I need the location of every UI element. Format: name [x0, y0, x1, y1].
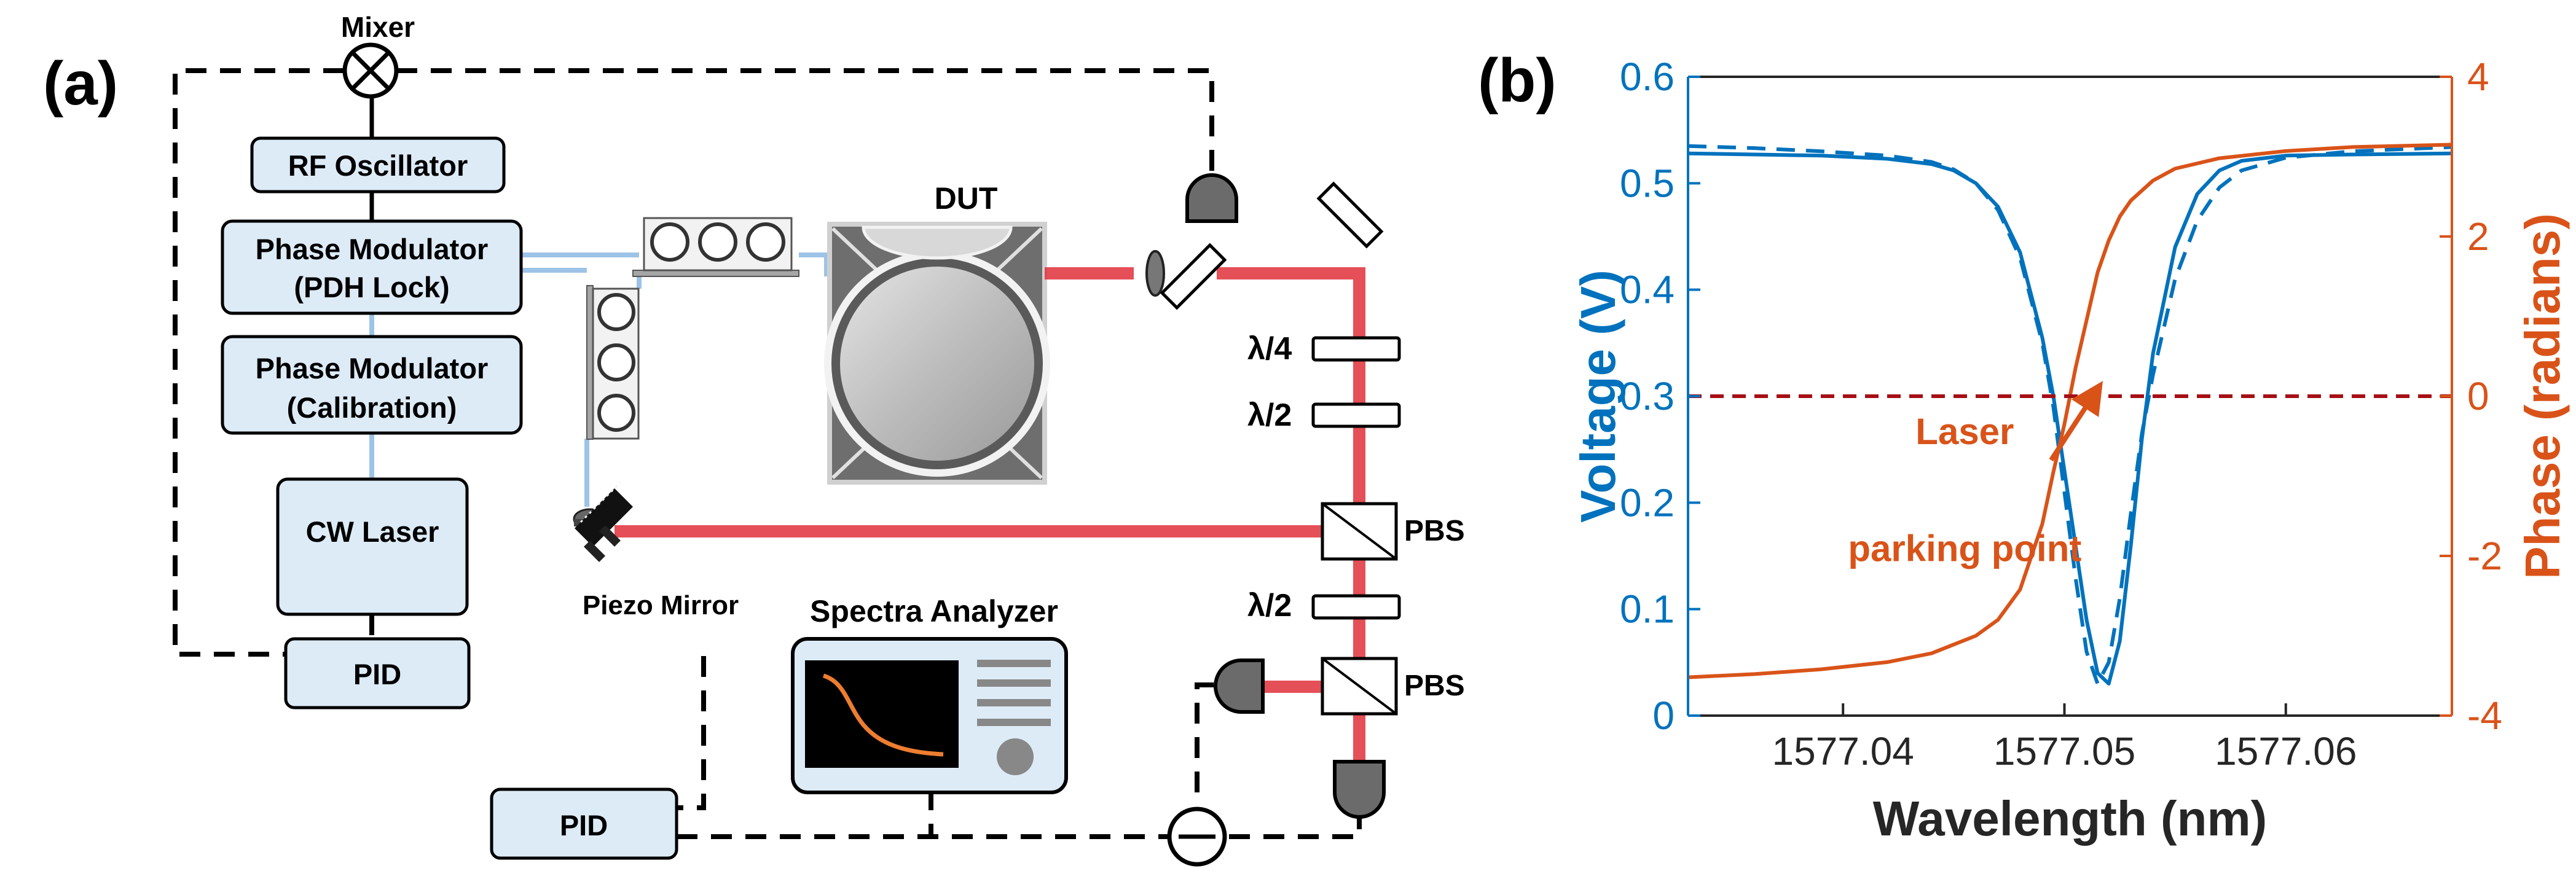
piezo-mirror-label: Piezo Mirror: [583, 590, 739, 620]
photodetector-left-icon: [1214, 658, 1265, 714]
y-axis-left-label: Voltage (V): [1571, 270, 1625, 523]
dut-sem-image: [824, 222, 1050, 485]
dut-label: DUT: [935, 181, 998, 216]
mirror-top-right-icon: [1316, 181, 1384, 249]
spectra-analyzer-icon: [791, 637, 1068, 794]
phase-modulator-cal-line2: (Calibration): [287, 391, 457, 424]
phase-modulator-pdh-line2: (PDH Lock): [294, 271, 449, 303]
y-right-tick-label: -2: [2467, 534, 2502, 578]
y-right-tick-label: 2: [2467, 214, 2489, 259]
pid-to-mixer-line: [173, 68, 344, 657]
annotation-arrow: [2049, 381, 2103, 462]
series-line-1: [1687, 144, 2452, 686]
polarization-controller-horizontal-icon: [632, 217, 799, 277]
y-left-tick-label: 0: [1652, 694, 1675, 738]
pid-to-piezo-line: [559, 651, 706, 810]
x-tick-label: 1577.05: [1993, 729, 2135, 773]
photodetector-bottom-icon: [1333, 760, 1386, 819]
mixer-icon: [342, 42, 399, 99]
phase-voltage-chart: 1577.04 1577.05 1577.06 0 0.1 0.2 0.3 0.4 0.5 0.6…: [1571, 55, 2570, 846]
panel-b: (b) 1577.04 1577.05 1577.06 0 0.1 0.2 0.3 0.4 0.…: [1478, 46, 2570, 846]
rf-oscillator-label: RF Oscillator: [288, 149, 468, 182]
x-tick-label: 1577.04: [1772, 729, 1914, 773]
pid-left-box: PID: [284, 637, 471, 709]
pbs-cube-1: [1321, 502, 1398, 561]
y-left-tick-label: 0.5: [1620, 161, 1675, 205]
mixer-to-detector-line: [396, 68, 1214, 172]
phase-modulator-cal-line1: Phase Modulator: [256, 352, 489, 385]
half-waveplate-2: [1311, 594, 1401, 620]
subtract-node-icon: [1167, 807, 1227, 867]
beam-vertical: [1217, 267, 1365, 805]
y-right-tick-label: 0: [2467, 374, 2489, 418]
pbs1-label: PBS: [1404, 515, 1465, 547]
lens-icon: [1145, 250, 1165, 297]
panel-a: (a) Mixer RF Oscillator: [43, 11, 1465, 867]
hwp1-label: λ/2: [1247, 397, 1292, 433]
y-left-tick-label: 0.1: [1620, 587, 1675, 631]
beamsplitter-icon: [1160, 243, 1227, 310]
x-axis-label: Wavelength (nm): [1873, 791, 2267, 846]
polarization-controller-vertical-icon: [586, 285, 640, 440]
annotation-parking-point: parking point: [1848, 528, 2081, 569]
piezo-mirror-icon: [575, 481, 633, 562]
y-left-tick-label: 0.4: [1620, 268, 1675, 312]
detector2-to-subtract-line: [1195, 682, 1223, 792]
pid-left-label: PID: [353, 658, 401, 690]
phase-modulator-pdh-box: Phase Modulator (PDH Lock): [221, 219, 523, 315]
pid-bottom-box: PID: [490, 787, 678, 860]
series-line-0: [1687, 151, 2452, 686]
y-left-tick-label: 0.2: [1620, 480, 1675, 525]
pbs-cube-2: [1321, 657, 1398, 716]
panel-b-label: (b): [1478, 46, 1557, 115]
spectra-analyzer-label: Spectra Analyzer: [810, 594, 1058, 628]
y-right-tick-label: 4: [2467, 55, 2489, 99]
cw-laser-label: CW Laser: [306, 515, 439, 548]
y-left-tick-label: 0.3: [1620, 374, 1675, 418]
rf-oscillator-box: RF Oscillator: [250, 136, 506, 193]
y-left-tick-label: 0.6: [1620, 55, 1675, 99]
quarter-waveplate: [1311, 336, 1401, 362]
y-axis-right-label: Phase (radians): [2515, 213, 2570, 579]
cw-laser-box: CW Laser: [276, 477, 469, 616]
photodetector-top-icon: [1185, 173, 1238, 223]
half-waveplate-1: [1311, 402, 1401, 428]
series-line-2: [1687, 143, 2452, 679]
hwp2-label: λ/2: [1247, 588, 1292, 623]
fiber-to-dut: [799, 252, 829, 276]
mixer-label: Mixer: [341, 11, 415, 43]
y-right-tick-label: -4: [2467, 694, 2502, 738]
pid-bottom-label: PID: [560, 809, 608, 842]
detector-to-subtract-line: [1229, 817, 1362, 839]
pbs2-label: PBS: [1404, 670, 1465, 702]
annotation-laser: Laser: [1915, 411, 2014, 452]
phase-modulator-pdh-line1: Phase Modulator: [256, 233, 489, 265]
x-tick-label: 1577.06: [2215, 729, 2357, 773]
phase-modulator-calibration-box: Phase Modulator (Calibration): [221, 335, 523, 435]
qwp-label: λ/4: [1247, 331, 1292, 367]
panel-a-label: (a): [43, 49, 118, 118]
